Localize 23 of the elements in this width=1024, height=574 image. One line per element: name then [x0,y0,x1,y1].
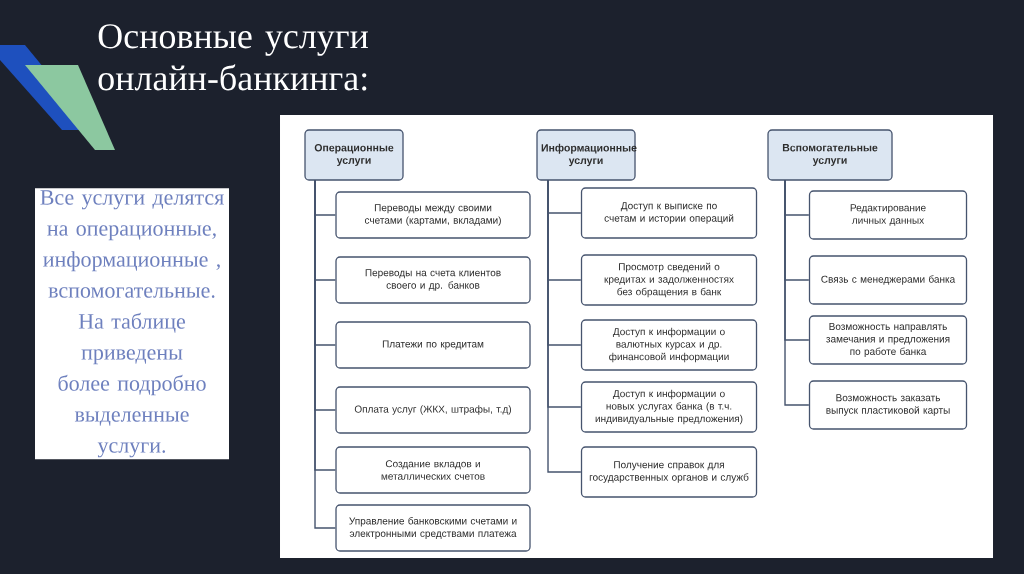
service-box: Платежи по кредитам [335,321,531,369]
connector-line [547,179,582,473]
connector-line [314,179,337,529]
service-box: Возможность заказать выпуск пластиковой карты [808,380,968,430]
service-box: Доступ к информации о новых услугах банка (в т.ч. индивидуальные предложения) [580,381,758,433]
service-box: Управление банковскими счетами и электронными средствами платежа [335,504,531,552]
service-box: Связь с менеджерами банка [808,255,968,305]
service-box: Доступ к информации о валютных курсах и др. финансовой информации [580,319,758,371]
category-box: Вспомогательные услуги [767,129,893,181]
service-box: Получение справок для государственных органов и служб [580,446,758,498]
slide-title: Основные услуги онлайн-банкинга: [98,24,368,91]
service-box: Просмотр сведений о кредитах и задолженностях без обращения в банк [580,254,758,306]
service-box: Доступ к выписке по счетам и истории операций [580,187,758,239]
service-box: Переводы на счета клиентов своего и др. банков [335,256,531,304]
side-note: Все услуги делятся на операционные, информационные , вспомогательные. На таблице приведены более подробно выделенные услуги. [40,190,224,458]
category-box: Информационные услуги [536,129,637,181]
service-box: Редактирование личных данных [808,190,968,240]
service-box: Оплата услуг (ЖКХ, штрафы, т.д) [335,386,531,434]
service-box: Создание вкладов и металлических счетов [335,446,531,494]
category-box: Операционные услуги [304,129,404,181]
service-box: Переводы между своими счетами (картами, вкладами) [335,191,531,239]
service-box: Возможность направлять замечания и предложения по работе банка [808,315,968,365]
connector-line [784,179,810,406]
